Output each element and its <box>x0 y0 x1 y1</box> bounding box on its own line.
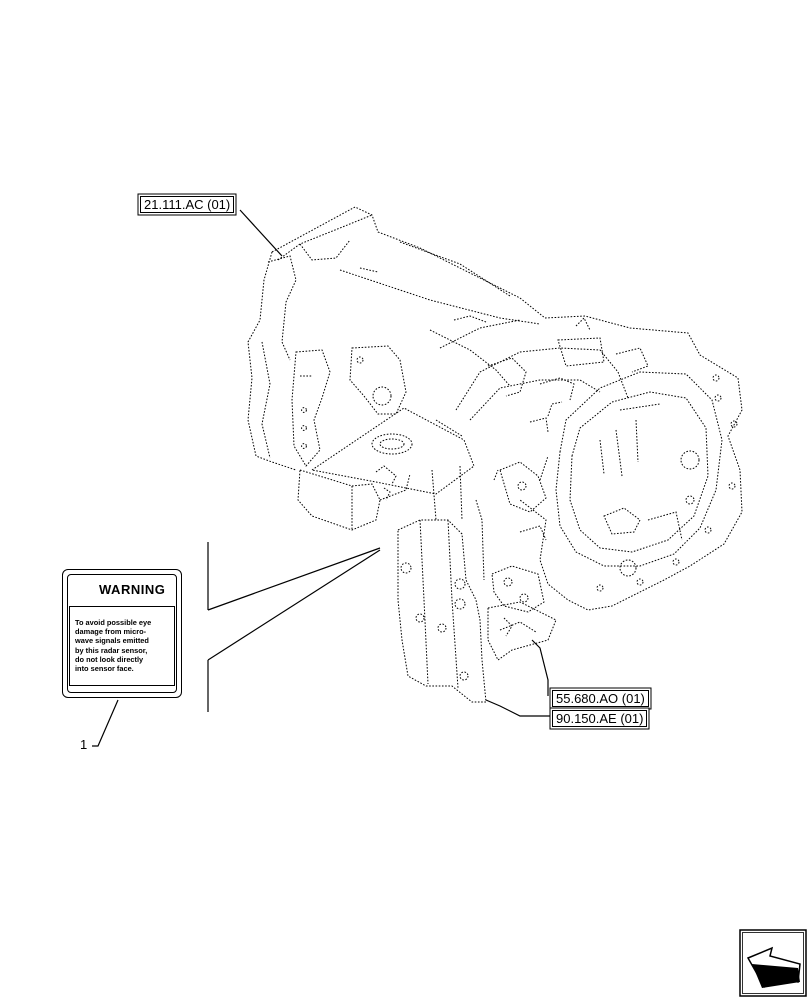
next-page-arrow-icon[interactable] <box>739 929 807 997</box>
warning-line: To avoid possible eye <box>75 618 152 627</box>
callout-55-680-ao[interactable]: 55.680.AO (01) <box>552 690 649 707</box>
warning-text: To avoid possible eye damage from micro-… <box>75 618 171 673</box>
warning-line: damage from micro- <box>75 627 147 637</box>
warning-text-frame <box>69 606 175 686</box>
callout-90-150-ae[interactable]: 90.150.AE (01) <box>552 710 648 727</box>
transmission-housing <box>247 206 743 703</box>
warning-label: WARNING <box>62 569 182 698</box>
warning-line: do not look directly <box>75 654 144 664</box>
warning-label-border <box>67 574 177 693</box>
warning-line: into sensor face. <box>75 664 134 674</box>
item-number: 1 <box>80 737 88 752</box>
callout-21-111-ac[interactable]: 21.111.AC (01) <box>140 196 235 213</box>
label-pointer-lines <box>92 209 550 747</box>
warning-title: WARNING <box>99 582 166 597</box>
warning-line: by this radar sensor, <box>75 645 148 655</box>
warning-line: wave signals emitted <box>75 636 149 646</box>
